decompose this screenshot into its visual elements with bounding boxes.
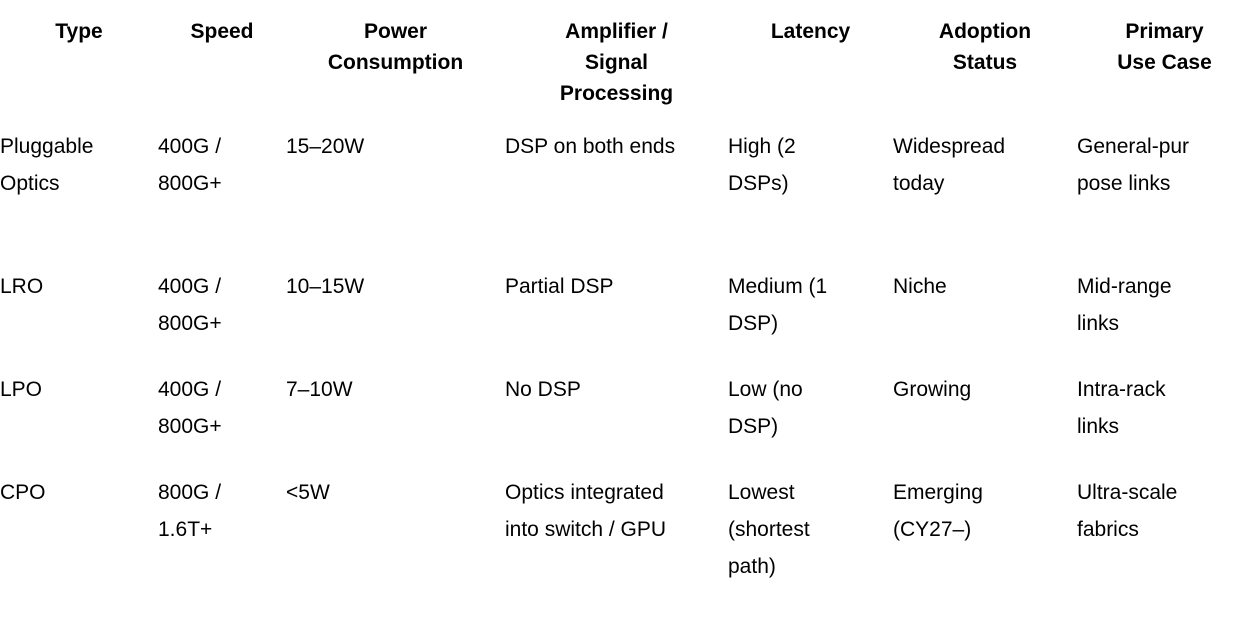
cell-speed: 400G / 800G+ xyxy=(158,268,286,371)
table-row: LRO 400G / 800G+ 10–15W Partial DSP Medi… xyxy=(0,268,1252,371)
cell-type: Pluggable Optics xyxy=(0,120,158,268)
cell-latency-value: Medium (1 DSP) xyxy=(728,275,828,335)
cell-adoption-value: Growing xyxy=(893,378,972,401)
column-header-power-consumption: Power Consumption xyxy=(286,0,505,120)
cell-adoption: Growing xyxy=(893,371,1077,474)
table-header: Type Speed Power Consumption Amplifier /… xyxy=(0,0,1252,120)
cell-amplifier: Partial DSP xyxy=(505,268,728,371)
column-header-amplifier-signal-processing-label: Amplifier / Signal Processing xyxy=(559,20,674,105)
cell-latency-value: Lowest (shortest path) xyxy=(728,481,810,578)
cell-use-case: Intra-rack links xyxy=(1077,371,1252,474)
cell-amplifier-value: Partial DSP xyxy=(505,275,614,298)
column-header-speed-label: Speed xyxy=(190,20,254,43)
cell-amplifier: DSP on both ends xyxy=(505,120,728,268)
column-header-latency: Latency xyxy=(728,0,893,120)
cell-power-value: <5W xyxy=(286,481,330,504)
cell-speed-value: 400G / 800G+ xyxy=(158,378,222,438)
cell-adoption: Widespread today xyxy=(893,120,1077,268)
cell-speed: 400G / 800G+ xyxy=(158,120,286,268)
cell-amplifier: No DSP xyxy=(505,371,728,474)
column-header-power-consumption-label: Power Consumption xyxy=(327,20,464,74)
column-header-adoption-status-label: Adoption Status xyxy=(938,20,1032,74)
cell-amplifier-value: No DSP xyxy=(505,378,581,401)
cell-type: LRO xyxy=(0,268,158,371)
cell-latency: High (2 DSPs) xyxy=(728,120,893,268)
cell-use-case-value: Ultra-scale fabrics xyxy=(1077,481,1178,541)
cell-use-case-value: General-pur pose links xyxy=(1077,135,1190,195)
optics-comparison-table: Type Speed Power Consumption Amplifier /… xyxy=(0,0,1252,585)
cell-use-case-value: Intra-rack links xyxy=(1077,378,1166,438)
cell-latency: Lowest (shortest path) xyxy=(728,474,893,585)
cell-power-value: 10–15W xyxy=(286,275,365,298)
cell-power: 10–15W xyxy=(286,268,505,371)
cell-adoption-value: Niche xyxy=(893,275,947,298)
cell-adoption-value: Emerging (CY27–) xyxy=(893,481,983,541)
cell-power: 15–20W xyxy=(286,120,505,268)
cell-speed-value: 800G / 1.6T+ xyxy=(158,481,222,541)
cell-adoption-value: Widespread today xyxy=(893,135,1006,195)
cell-type-value: CPO xyxy=(0,481,46,504)
cell-type: LPO xyxy=(0,371,158,474)
cell-power: <5W xyxy=(286,474,505,585)
cell-amplifier: Optics integrated into switch / GPU xyxy=(505,474,728,585)
cell-power: 7–10W xyxy=(286,371,505,474)
cell-type-value: Pluggable Optics xyxy=(0,135,94,195)
column-header-primary-use-case-label: Primary Use Case xyxy=(1117,20,1212,74)
cell-use-case: Ultra-scale fabrics xyxy=(1077,474,1252,585)
cell-speed-value: 400G / 800G+ xyxy=(158,275,222,335)
cell-use-case-value: Mid-range links xyxy=(1077,275,1172,335)
cell-adoption: Emerging (CY27–) xyxy=(893,474,1077,585)
table-row: LPO 400G / 800G+ 7–10W No DSP Low (no DS… xyxy=(0,371,1252,474)
cell-speed: 400G / 800G+ xyxy=(158,371,286,474)
table-row: Pluggable Optics 400G / 800G+ 15–20W DSP… xyxy=(0,120,1252,268)
cell-speed-value: 400G / 800G+ xyxy=(158,135,222,195)
cell-adoption: Niche xyxy=(893,268,1077,371)
cell-type-value: LPO xyxy=(0,378,43,401)
column-header-latency-label: Latency xyxy=(770,20,851,43)
column-header-type: Type xyxy=(0,0,158,120)
column-header-primary-use-case: Primary Use Case xyxy=(1077,0,1252,120)
table-body: Pluggable Optics 400G / 800G+ 15–20W DSP… xyxy=(0,120,1252,585)
table-row: CPO 800G / 1.6T+ <5W Optics integrated i… xyxy=(0,474,1252,585)
cell-latency-value: Low (no DSP) xyxy=(728,378,803,438)
cell-amplifier-value: Optics integrated into switch / GPU xyxy=(505,481,667,541)
column-header-speed: Speed xyxy=(158,0,286,120)
cell-power-value: 15–20W xyxy=(286,135,365,158)
cell-type-value: LRO xyxy=(0,275,44,298)
cell-amplifier-value: DSP on both ends xyxy=(505,135,676,158)
cell-speed: 800G / 1.6T+ xyxy=(158,474,286,585)
cell-use-case: General-pur pose links xyxy=(1077,120,1252,268)
cell-power-value: 7–10W xyxy=(286,378,353,401)
column-header-amplifier-signal-processing: Amplifier / Signal Processing xyxy=(505,0,728,120)
cell-use-case: Mid-range links xyxy=(1077,268,1252,371)
column-header-adoption-status: Adoption Status xyxy=(893,0,1077,120)
cell-latency: Medium (1 DSP) xyxy=(728,268,893,371)
cell-latency-value: High (2 DSPs) xyxy=(728,135,796,195)
cell-latency: Low (no DSP) xyxy=(728,371,893,474)
table-header-row: Type Speed Power Consumption Amplifier /… xyxy=(0,0,1252,120)
column-header-type-label: Type xyxy=(55,20,103,43)
cell-type: CPO xyxy=(0,474,158,585)
